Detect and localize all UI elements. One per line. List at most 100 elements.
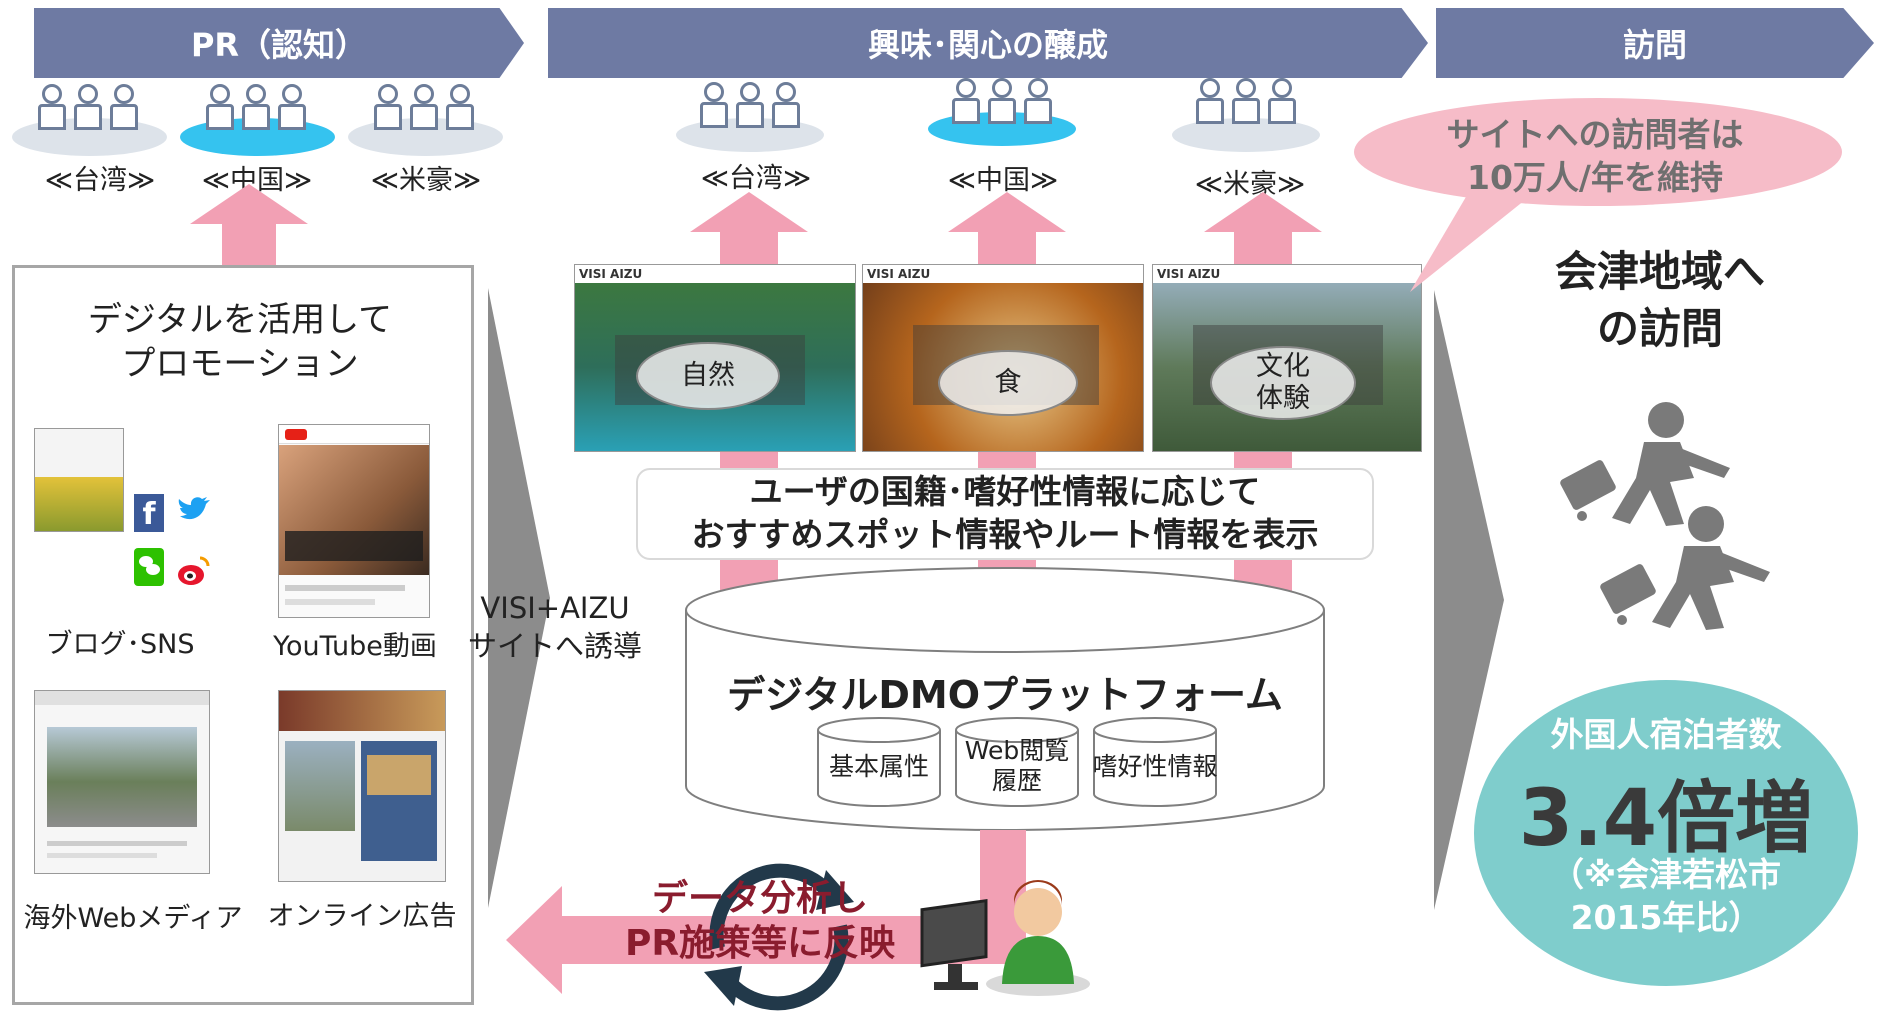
people-icon-group — [38, 84, 138, 130]
db-cylinder — [817, 717, 941, 807]
cycle-arrow-icon — [704, 863, 854, 1011]
category-oval-nature: 自然 — [636, 342, 780, 410]
region-label: ≪台湾≫ — [700, 163, 812, 194]
region-label: ≪中国≫ — [947, 165, 1059, 196]
person-icon — [206, 84, 234, 130]
left-arrow — [506, 886, 1026, 994]
analysis-line1: データ分析し — [651, 878, 868, 919]
people-icon-group — [700, 82, 800, 128]
person-icon — [1024, 78, 1052, 124]
platform-title: デジタルDMOプラットフォーム — [727, 673, 1283, 717]
analysis-label: データ分析し PR施策等に反映 — [580, 876, 940, 966]
person-icon — [446, 84, 474, 130]
category-oval-culture: 文化 体験 — [1210, 346, 1356, 420]
redirect-line2: サイトへ誘導 — [467, 628, 642, 663]
category-oval-food: 食 — [938, 350, 1078, 416]
youtube-logo-icon — [285, 429, 307, 440]
recommendation-panel: ユーザの国籍･嗜好性情報に応じて おすすめスポット情報やルート情報を表示 — [636, 468, 1374, 560]
category-label-line2: 体験 — [1256, 383, 1310, 414]
youtube-thumbnail — [278, 424, 430, 618]
promotion-title: デジタルを活用して プロモーション — [60, 298, 420, 386]
person-icon — [38, 84, 66, 130]
category-label-line1: 文化 — [1256, 350, 1310, 382]
db-cylinder — [1093, 717, 1217, 807]
stage-label: 興味･関心の醸成 — [867, 26, 1108, 64]
category-label: 自然 — [681, 359, 735, 391]
stage-header-pr: PR（認知） — [34, 8, 524, 78]
person-icon — [110, 84, 138, 130]
channel-label-youtube: YouTube動画 — [273, 631, 437, 662]
recommendation-line1: ユーザの国籍･嗜好性情報に応じて — [749, 472, 1261, 512]
up-arrow — [190, 184, 308, 268]
bubble-line2: 10万人/年を維持 — [1467, 157, 1723, 197]
person-icon — [700, 82, 728, 128]
facebook-icon: f — [134, 494, 164, 532]
site-header: VISI AIZU — [579, 267, 643, 281]
stage-label: PR（認知） — [190, 26, 368, 64]
db-label-basic: 基本属性 — [828, 752, 929, 781]
promotion-title-line1: デジタルを活用して — [87, 300, 393, 340]
stage-header-interest: 興味･関心の醸成 — [548, 8, 1428, 78]
person-icon — [952, 78, 980, 124]
region-label: ≪台湾≫ — [44, 165, 156, 196]
traveler-icon — [1600, 506, 1770, 630]
channel-label-web-media: 海外Webメディア — [23, 903, 243, 934]
analyst-icon — [920, 880, 1090, 996]
redirect-line1: VISI+AIZU — [480, 591, 630, 625]
person-icon — [242, 84, 270, 130]
person-icon — [1232, 78, 1260, 124]
channel-label-online-ad: オンライン広告 — [267, 901, 457, 932]
site-header: VISI AIZU — [1157, 267, 1221, 281]
flow-chevron — [1434, 290, 1504, 910]
db-label-web-history: Web閲覧 履歴 — [954, 736, 1080, 796]
region-label: ≪米豪≫ — [370, 165, 482, 196]
blog-thumbnail — [34, 428, 124, 532]
site-header: VISI AIZU — [867, 267, 931, 281]
person-icon — [374, 84, 402, 130]
region-label: ≪米豪≫ — [1194, 169, 1306, 200]
visit-text: 会津地域へ の訪問 — [1510, 244, 1810, 357]
person-icon — [410, 84, 438, 130]
visit-line1: 会津地域へ — [1554, 247, 1765, 296]
result-value: 3.4倍増 — [1518, 774, 1814, 864]
site-thumbnail-food: VISI AIZU — [862, 264, 1144, 452]
result-note-line2: 2015年比） — [1570, 897, 1762, 937]
db-cylinder — [955, 717, 1079, 807]
db-label-preference: 嗜好性情報 — [1092, 752, 1218, 781]
bubble-text: サイトへの訪問者は 10万人/年を維持 — [1360, 114, 1830, 200]
stage-header-visit: 訪問 — [1436, 8, 1874, 78]
person-icon — [772, 82, 800, 128]
result-label: 外国人宿泊者数 — [1550, 715, 1782, 754]
db-label-line1: Web閲覧 — [964, 736, 1070, 765]
result-note: （※会津若松市 2015年比） — [1474, 854, 1858, 940]
visit-line2: の訪問 — [1596, 303, 1723, 353]
twitter-icon — [178, 497, 210, 520]
analysis-line2: PR施策等に反映 — [624, 923, 896, 964]
channel-label-blog: ブログ･SNS — [45, 629, 195, 660]
people-icon-group — [1196, 78, 1296, 124]
online-ad-thumbnail — [278, 690, 446, 882]
flow-chevron — [488, 288, 550, 908]
people-icon-group — [374, 84, 474, 130]
result-note-line1: （※会津若松市 — [1550, 855, 1782, 894]
db-label-line2: 履歴 — [991, 766, 1042, 795]
person-icon — [1196, 78, 1224, 124]
person-icon — [74, 84, 102, 130]
stage-label: 訪問 — [1622, 26, 1687, 64]
people-icon-group — [206, 84, 306, 130]
person-icon — [1268, 78, 1296, 124]
redirect-label: VISI+AIZU サイトへ誘導 — [462, 590, 648, 665]
promotion-title-line2: プロモーション — [121, 344, 359, 385]
web-media-thumbnail — [34, 690, 210, 874]
traveler-icon — [1560, 402, 1730, 526]
people-icon-group — [952, 78, 1052, 124]
bubble-line1: サイトへの訪問者は — [1446, 115, 1744, 154]
weibo-icon — [178, 556, 210, 585]
result-circle — [1474, 680, 1858, 986]
recommendation-line2: おすすめスポット情報やルート情報を表示 — [691, 515, 1319, 554]
wechat-icon — [134, 548, 164, 586]
category-label: 食 — [994, 366, 1022, 398]
person-icon — [988, 78, 1016, 124]
person-icon — [278, 84, 306, 130]
person-icon — [736, 82, 764, 128]
